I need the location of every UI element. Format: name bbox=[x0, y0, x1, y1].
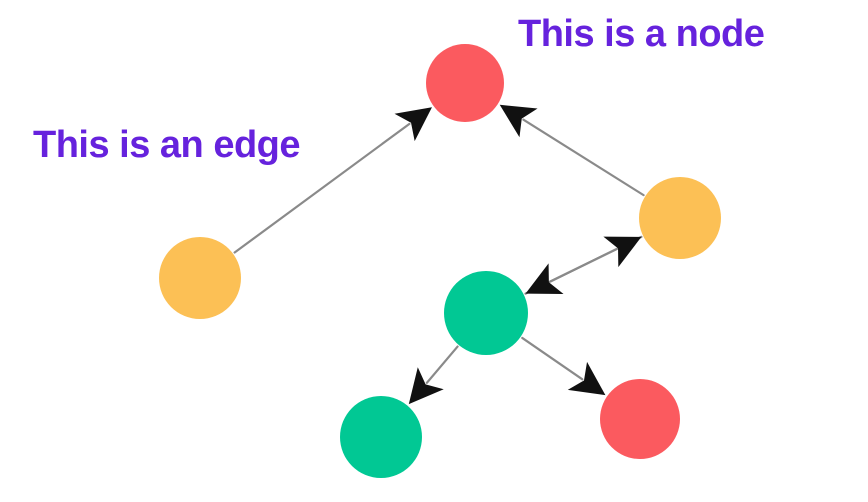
edge-arrowhead-icon bbox=[525, 263, 564, 294]
graph-node[interactable] bbox=[600, 379, 680, 459]
graph-node[interactable] bbox=[639, 177, 721, 259]
graph-node[interactable] bbox=[426, 44, 504, 122]
graph-edge bbox=[233, 122, 411, 254]
graph-edge bbox=[522, 118, 645, 197]
edge-arrowhead-icon bbox=[499, 104, 538, 138]
node-annotation-label: This is a node bbox=[518, 13, 765, 55]
edge-annotation-label: This is an edge bbox=[33, 124, 301, 166]
graph-node[interactable] bbox=[444, 271, 528, 355]
edge-arrowhead-icon bbox=[603, 236, 642, 268]
graph-edge bbox=[521, 336, 584, 381]
graph-node[interactable] bbox=[340, 396, 422, 478]
graph-node[interactable] bbox=[159, 237, 241, 319]
edge-arrowhead-icon bbox=[408, 367, 444, 405]
arrowhead-layer bbox=[394, 104, 642, 405]
edge-arrowhead-icon bbox=[567, 361, 606, 396]
graph-edge bbox=[425, 345, 459, 384]
edge-arrowhead-icon bbox=[394, 107, 432, 142]
node-layer bbox=[159, 44, 721, 478]
